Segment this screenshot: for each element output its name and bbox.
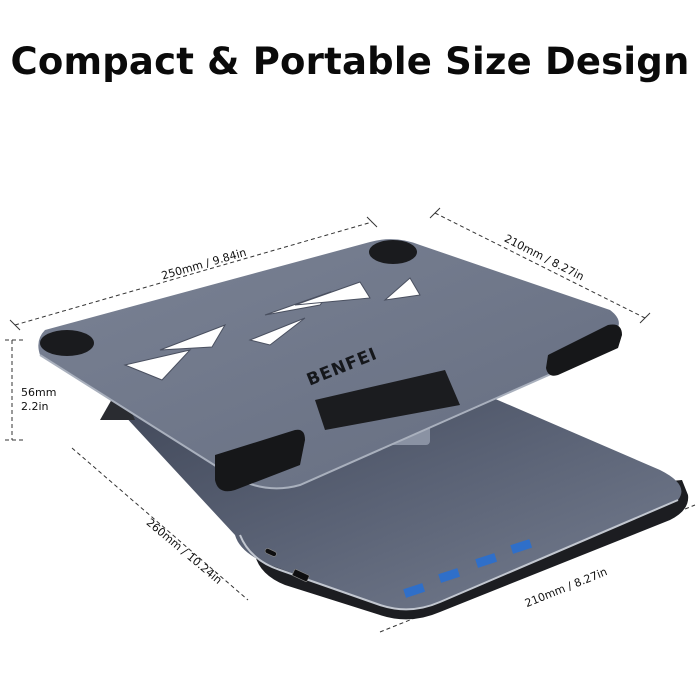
dimension-height: 56mm 2.2in [21,386,56,414]
front-stopper [215,324,622,492]
rubber-foot [40,330,94,356]
top-plate [38,239,622,492]
vent-cutouts [123,277,421,381]
port-usb-a [403,539,533,598]
dimension-height-in: 2.2in [21,400,49,413]
page-title: Compact & Portable Size Design [10,40,690,83]
center-pad [315,370,460,430]
dimension-height-mm: 56mm [21,386,57,399]
port-usb-c [264,548,277,557]
rubber-foot [369,240,417,264]
port-hdmi [292,568,310,582]
